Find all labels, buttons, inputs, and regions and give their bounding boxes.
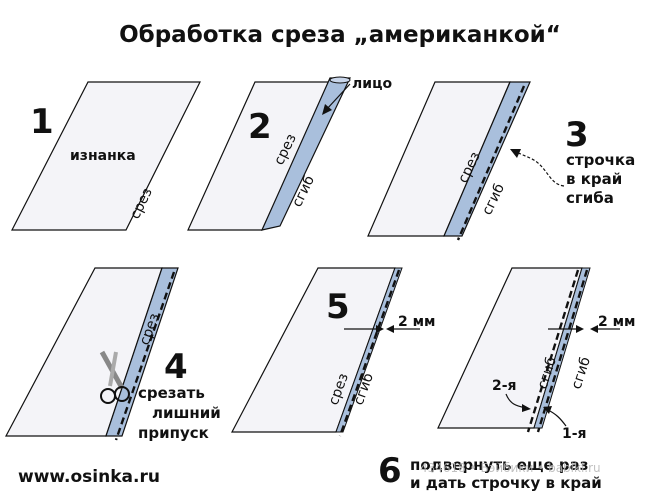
watermark: 434618 • Бэйбики • babiki.ru — [420, 461, 601, 475]
caption-6-line2: и дать строчку в край — [410, 474, 602, 492]
pointer-first-stitch — [547, 409, 567, 427]
label-second-stitch: 2-я — [492, 378, 517, 394]
caption-4-line1: срезать — [138, 384, 205, 402]
pointer-stitch-3 — [515, 151, 565, 187]
step-3-number: 3 — [565, 115, 589, 155]
caption-3-line3: сгиба — [566, 189, 614, 207]
dim-arrow-left-5-head — [376, 325, 384, 333]
pointer-second-stitch-head — [522, 404, 531, 412]
step-5: 5 срез сгиб 2 мм — [231, 267, 436, 437]
step-1-number: 1 — [30, 102, 54, 142]
diagram-title: Обработка среза „американкой“ — [119, 22, 561, 48]
step-2: 2 срез сгиб лицо — [187, 76, 392, 231]
label-first-stitch: 1-я — [562, 426, 587, 442]
step-4-number: 4 — [164, 347, 188, 387]
stitch-line-5 — [338, 269, 401, 437]
label-face: лицо — [352, 76, 392, 92]
pointer-face-head — [322, 104, 332, 115]
stitch-line-6-first — [536, 269, 589, 433]
step-6-number: 6 — [378, 451, 402, 491]
stitch-line-6-second — [526, 269, 580, 433]
caption-4-line3: припуск — [138, 424, 209, 442]
caption-3-line1: строчка — [566, 151, 635, 169]
dimension-6: 2 мм — [598, 314, 636, 330]
folded-allowance-5 — [335, 267, 403, 433]
caption-3-line2: в край — [566, 170, 622, 188]
label-fold-6b: сгиб — [569, 355, 594, 391]
fold-curl-top-2 — [329, 76, 351, 84]
step-2-number: 2 — [248, 107, 272, 147]
dim-arrow-right-6-head — [590, 325, 598, 333]
label-wrong-side: изнанка — [70, 148, 136, 164]
stitch-line-4 — [114, 271, 176, 441]
folded-allowance-4 — [105, 267, 179, 437]
scissors-icon — [99, 350, 130, 404]
dimension-5: 2 мм — [398, 314, 436, 330]
caption-4-line2: лишний — [152, 404, 221, 422]
step-3: срез сгиб 3 строчка в край сгиба — [367, 81, 635, 241]
website-label: www.osinka.ru — [18, 467, 160, 487]
step-1: 1 изнанка срез — [11, 81, 201, 231]
dim-arrow-right-5-head — [386, 325, 394, 333]
caption-6-line1: подвернуть еще раз — [410, 456, 588, 474]
step-4: срез 4 срезать лишний припуск — [5, 267, 221, 442]
pointer-face — [325, 83, 351, 111]
dim-arrow-left-6-head — [576, 325, 584, 333]
fabric-panel-1 — [11, 81, 201, 231]
pointer-first-stitch-head — [543, 406, 552, 414]
pointer-stitch-3-head — [510, 149, 521, 158]
step-6: сгиб сгиб 2 мм 2-я 1-я 6 подвернуть еще … — [378, 267, 636, 492]
stitch-line-3 — [456, 85, 526, 241]
step-5-number: 5 — [326, 287, 350, 327]
